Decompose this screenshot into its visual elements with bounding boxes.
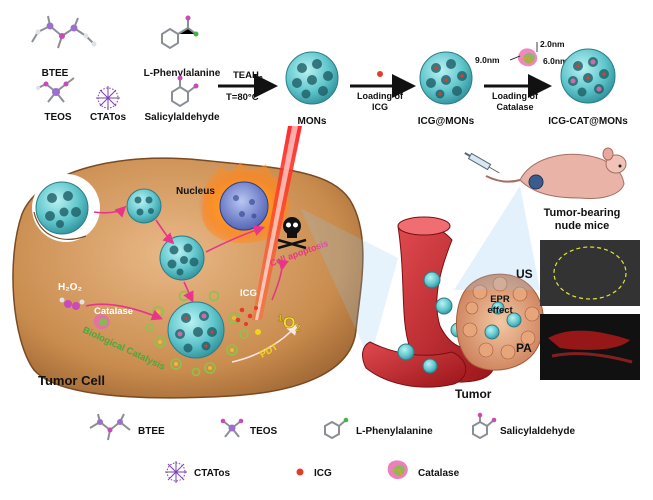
apoptosis-arrow [271,259,289,301]
legend-ctatos-icon [165,461,187,483]
synthesis-row: BTEE TEOS CTATos L-Phenylalanine Salicyl… [31,15,628,127]
ctatos-micelle-icon [96,86,120,110]
legend: BTEE TEOS L-Phenylalanine Salicylaldehyd… [89,412,575,483]
catalase-cell-label: Catalase [94,306,133,317]
legend-label-icg: ICG [314,468,332,479]
blood-vessel [362,216,496,388]
salicylaldehyde-molecule-icon [171,75,199,108]
nanoparticle-endosome [126,188,162,224]
step2-label-line1: Loading of [357,91,404,101]
photoacoustic-image [540,314,640,380]
nucleus [198,162,290,244]
reagent-label-ctatos: CTATos [90,112,127,123]
icg-mons-nanoparticle [419,51,473,105]
zoom-projection-cell [300,208,398,360]
icg-dot-icon [377,71,383,77]
epr-label-line1: EPR [490,294,510,305]
h2o2-molecule-icon [59,297,85,310]
skull-icon [277,217,307,250]
tumor-cell-label: Tumor Cell [38,373,105,388]
phenylalanine-molecule-icon [161,15,199,50]
reagent-label-phenylalanine: L-Phenylalanine [144,68,221,79]
pa-label: PA [516,341,532,355]
legend-icg-icon [296,468,304,476]
pdt-arrow [231,323,299,363]
product-label-icg-mons: ICG@MONs [418,116,475,127]
us-label: US [516,267,533,281]
legend-label-phenylalanine: L-Phenylalanine [356,426,433,437]
legend-catalase-icon [387,460,408,480]
icg-cat-mons-nanoparticle [560,48,616,104]
icg-cluster [235,306,258,326]
product-label-icg-cat-mons: ICG-CAT@MONs [548,116,628,127]
legend-label-teos: TEOS [250,426,278,437]
catalase-protein-icon [518,48,538,67]
tumor-site-marker [528,174,544,190]
step3-label-line1: Loading of [492,91,539,101]
zoom-projection-tumor [454,186,540,290]
legend-teos-icon [220,418,244,438]
svg-text:1O2: 1O2 [278,313,300,333]
legend-label-btee: BTEE [138,426,165,437]
vessel-nanoparticles [397,271,466,374]
dimension-label-2nm: 2.0nm [540,39,565,49]
dimension-label-9nm: 9.0nm [475,55,500,65]
nanoparticle-catalytic [167,301,225,359]
pdt-flash [255,329,261,335]
oxygen-bubble-cores [156,310,236,370]
syringe-icon [464,152,500,174]
nanoparticle-outside [35,181,89,235]
tumor-label: Tumor [455,387,492,401]
nucleus-label: Nucleus [176,186,215,197]
legend-label-salicylaldehyde: Salicylaldehyde [500,426,575,437]
step3-label-line2: Catalase [496,102,533,112]
vessel-opening [397,216,451,236]
icg-cell-label: ICG [240,288,257,299]
nude-mouse [485,147,627,199]
mouse-label-line1: Tumor-bearing [544,207,621,219]
dimension-label-6nm: 6.0nm [543,56,568,66]
singlet-oxygen-label: 1O2 [278,313,301,333]
product-label-mons: MONs [298,116,327,127]
btee-molecule-icon [31,15,97,49]
step2-label-line2: ICG [372,102,388,112]
legend-label-catalase: Catalase [418,468,460,479]
step1-reagent-label: TEAH3 [233,70,263,83]
tumor-mass [455,273,545,371]
mons-nanoparticle [285,51,339,105]
internalization-arrows [85,205,266,321]
step1-temperature-label: T=80°C [226,92,259,103]
reagent-label-salicylaldehyde: Salicylaldehyde [144,112,219,123]
legend-salicylaldehyde-icon [472,412,497,440]
legend-label-ctatos: CTATos [194,468,231,479]
h2o2-label: H₂O₂ [58,282,82,293]
catalase-in-cell-icon [93,314,110,330]
reagent-label-btee: BTEE [42,68,69,79]
mouse-label-line2: nude mice [555,220,609,232]
laser-beam-core [255,126,298,320]
teos-molecule-icon [35,77,75,103]
reagent-label-teos: TEOS [44,112,72,123]
dimension-line-9nm [509,55,521,61]
ultrasound-image [540,240,640,306]
legend-btee-icon [89,413,131,441]
nanoparticle-cytoplasm [159,235,205,281]
epr-label-line2: effect [487,305,513,316]
legend-phenylalanine-icon [324,417,349,440]
